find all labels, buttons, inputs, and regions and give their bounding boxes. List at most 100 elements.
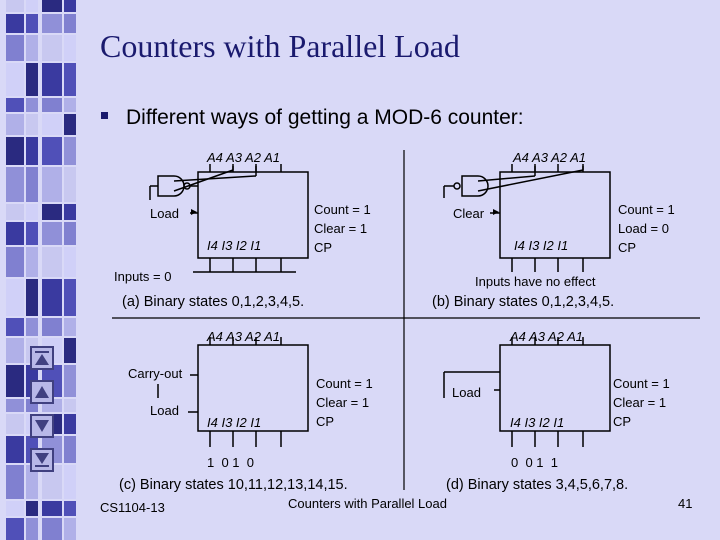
- bullet-text: Different ways of getting a MOD-6 counte…: [126, 106, 524, 129]
- strip-block: [64, 247, 76, 277]
- strip-block: [42, 465, 62, 499]
- strip-block: [64, 98, 76, 112]
- inputs-i-label-b: I4 I3 I2 I1: [514, 238, 568, 253]
- load-label-c: Load: [150, 403, 179, 418]
- strip-block: [26, 114, 38, 135]
- strip-block: [6, 518, 24, 540]
- strip-block: [64, 338, 76, 363]
- strip-block: [64, 365, 76, 397]
- nav-previous-button[interactable]: [30, 380, 54, 404]
- strip-block: [26, 501, 38, 516]
- strip-block: [42, 137, 62, 165]
- strip-block: [42, 98, 62, 112]
- strip-block: [64, 137, 76, 165]
- strip-block: [42, 35, 62, 61]
- last-arrow-icon: [35, 453, 49, 467]
- strip-block: [64, 399, 76, 412]
- strip-block: [42, 279, 62, 316]
- count-label-d: Count = 1: [613, 376, 670, 391]
- strip-block: [6, 63, 24, 96]
- strip-block: [26, 98, 38, 112]
- strip-block: [6, 465, 24, 499]
- strip-block: [42, 167, 62, 202]
- strip-block: [26, 318, 38, 336]
- load-label-a: Load: [150, 206, 179, 221]
- up-arrow-icon: [35, 386, 49, 398]
- strip-block: [42, 518, 62, 540]
- nav-last-button[interactable]: [30, 448, 54, 472]
- nav-next-button[interactable]: [30, 414, 54, 438]
- count-label-a: Count = 1: [314, 202, 371, 217]
- inputs-no-effect-label: Inputs have no effect: [475, 274, 596, 289]
- page-number: 41: [678, 496, 693, 511]
- strip-block: [6, 279, 24, 316]
- outputs-label-b: A4 A3 A2 A1: [512, 150, 586, 165]
- course-code: CS1104-13: [100, 500, 165, 515]
- strip-block: [6, 167, 24, 202]
- counter-box-c: [197, 344, 309, 432]
- strip-block: [6, 414, 24, 434]
- strip-block: [64, 501, 76, 516]
- strip-block: [26, 0, 38, 12]
- strip-block: [6, 338, 24, 363]
- inputs-i-label-d: I4 I3 I2 I1: [510, 415, 564, 430]
- caption-b: (b) Binary states 0,1,2,3,4,5.: [432, 294, 614, 310]
- counter-box-b: [499, 171, 611, 259]
- strip-block: [26, 14, 38, 33]
- outputs-label-a: A4 A3 A2 A1: [206, 150, 280, 165]
- strip-block: [6, 318, 24, 336]
- inputs-values-c: 1 0 1 0: [207, 455, 254, 470]
- panel-b: [443, 164, 611, 272]
- strip-block: [6, 399, 24, 412]
- strip-block: [6, 14, 24, 33]
- nand-gate-b: [461, 175, 489, 197]
- count-label-b: Count = 1: [618, 202, 675, 217]
- strip-block: [64, 518, 76, 540]
- strip-block: [6, 35, 24, 61]
- strip-block: [64, 63, 76, 96]
- strip-block: [64, 279, 76, 316]
- strip-block: [26, 518, 38, 540]
- clear-label-a: Clear = 1: [314, 221, 367, 236]
- panel-d: [443, 337, 611, 447]
- strip-block: [64, 204, 76, 220]
- count-label-c: Count = 1: [316, 376, 373, 391]
- strip-block: [42, 114, 62, 135]
- nav-first-button[interactable]: [30, 346, 54, 370]
- strip-block: [6, 222, 24, 245]
- inputs-values-d: 0 0 1 1: [511, 455, 558, 470]
- strip-block: [6, 365, 24, 397]
- down-arrow-icon: [35, 420, 49, 432]
- first-arrow-icon: [35, 351, 49, 365]
- clear-label-c: Clear = 1: [316, 395, 369, 410]
- strip-block: [64, 222, 76, 245]
- strip-block: [26, 35, 38, 61]
- strip-block: [6, 114, 24, 135]
- strip-block: [64, 35, 76, 61]
- outputs-label-d: A4 A3 A2 A1: [509, 329, 583, 344]
- strip-block: [42, 501, 62, 516]
- cp-label-b: CP: [618, 240, 636, 255]
- caption-c: (c) Binary states 10,11,12,13,14,15.: [119, 477, 348, 493]
- panel-c: [157, 337, 309, 447]
- strip-block: [6, 501, 24, 516]
- strip-block: [26, 63, 38, 96]
- nand-gate-a: [157, 175, 185, 197]
- strip-block: [42, 318, 62, 336]
- strip-block: [26, 222, 38, 245]
- strip-block: [26, 204, 38, 220]
- strip-block: [64, 167, 76, 202]
- load-label-b: Load = 0: [618, 221, 669, 236]
- strip-block: [64, 436, 76, 463]
- strip-block: [6, 247, 24, 277]
- strip-block: [26, 137, 38, 165]
- strip-block: [64, 114, 76, 135]
- strip-block: [42, 204, 62, 220]
- panel-a: [149, 164, 309, 273]
- strip-block: [6, 436, 24, 463]
- strip-block: [26, 247, 38, 277]
- carry-out-label: Carry-out: [128, 366, 183, 381]
- strip-block: [64, 465, 76, 499]
- inputs-i-label-c: I4 I3 I2 I1: [207, 415, 261, 430]
